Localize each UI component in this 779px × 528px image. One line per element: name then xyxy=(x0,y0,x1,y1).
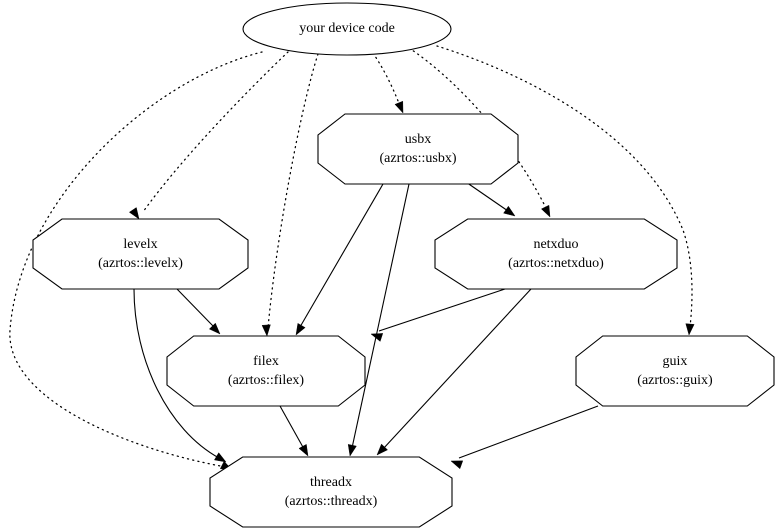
edge-line-device-filex xyxy=(267,53,319,329)
edge-netxduo-threadx xyxy=(376,288,532,456)
edge-line-usbx-threadx xyxy=(351,183,410,449)
arrowhead-device-usbx xyxy=(394,100,404,114)
edge-line-device-threadx xyxy=(9,51,263,468)
node-label-netxduo-package: (azrtos::netxduo) xyxy=(508,256,604,271)
edges-layer xyxy=(9,45,695,471)
node-label-levelx-name: levelx xyxy=(123,237,157,252)
edge-usbx-threadx xyxy=(347,183,410,457)
edge-device-guix xyxy=(436,45,695,336)
arrowhead-usbx-threadx xyxy=(347,444,357,457)
edge-device-netxduo xyxy=(408,47,551,218)
node-shape-levelx xyxy=(32,218,249,290)
node-threadx[interactable]: threadx(azrtos::threadx) xyxy=(209,456,453,528)
node-label-threadx-package: (azrtos::threadx) xyxy=(285,494,378,509)
edge-filex-threadx xyxy=(279,405,309,457)
edge-line-device-netxduo xyxy=(408,47,548,211)
edge-line-device-levelx xyxy=(142,51,289,213)
edge-usbx-filex xyxy=(295,183,384,336)
edge-line-levelx-threadx xyxy=(133,288,220,459)
node-label-levelx-package: (azrtos::levelx) xyxy=(98,256,183,271)
edge-netxduo-filex xyxy=(370,288,506,342)
edge-line-netxduo-filex xyxy=(378,288,506,332)
edge-device-levelx xyxy=(129,51,289,220)
node-label-filex-name: filex xyxy=(253,354,279,369)
node-levelx[interactable]: levelx(azrtos::levelx) xyxy=(32,218,249,290)
arrowhead-levelx-filex xyxy=(208,322,221,335)
edge-guix-threadx xyxy=(450,405,599,470)
arrowhead-device-levelx xyxy=(129,207,140,220)
node-label-filex-package: (azrtos::filex) xyxy=(228,373,305,388)
arrowhead-levelx-threadx xyxy=(214,452,227,463)
node-shape-filex xyxy=(166,335,366,407)
arrowhead-device-guix xyxy=(685,323,695,336)
node-shape-netxduo xyxy=(434,218,678,290)
node-shape-threadx xyxy=(209,456,453,528)
arrowhead-netxduo-filex xyxy=(370,333,384,342)
edge-device-usbx xyxy=(372,52,404,114)
edge-line-device-usbx xyxy=(372,52,401,107)
arrowhead-usbx-filex xyxy=(295,323,306,336)
arrowhead-netxduo-threadx xyxy=(376,443,388,456)
arrowhead-filex-threadx xyxy=(298,444,309,457)
node-shape-guix xyxy=(575,335,775,407)
edge-line-device-guix xyxy=(436,45,693,328)
node-label-guix-package: (azrtos::guix) xyxy=(637,373,713,388)
node-label-guix-name: guix xyxy=(663,354,688,369)
edge-line-levelx-filex xyxy=(176,288,215,328)
edge-line-netxduo-threadx xyxy=(382,288,532,450)
node-filex[interactable]: filex(azrtos::filex) xyxy=(166,335,366,407)
edge-levelx-filex xyxy=(176,288,221,335)
arrowhead-usbx-netxduo xyxy=(503,205,516,217)
node-shape-device xyxy=(242,2,452,56)
arrowhead-device-filex xyxy=(261,324,271,337)
node-label-usbx-name: usbx xyxy=(405,132,431,147)
node-netxduo[interactable]: netxduo(azrtos::netxduo) xyxy=(434,218,678,290)
node-label-device-name: your device code xyxy=(299,21,395,36)
arrowhead-guix-threadx xyxy=(450,460,464,470)
node-guix[interactable]: guix(azrtos::guix) xyxy=(575,335,775,407)
edge-line-usbx-filex xyxy=(299,183,384,328)
node-label-usbx-package: (azrtos::usbx) xyxy=(380,151,457,166)
nodes-layer: your device codeusbx(azrtos::usbx)levelx… xyxy=(32,2,775,528)
edge-line-filex-threadx xyxy=(279,405,305,450)
edge-line-usbx-netxduo xyxy=(462,179,509,212)
edge-line-guix-threadx xyxy=(458,405,599,459)
node-device[interactable]: your device code xyxy=(242,2,452,56)
arrowhead-device-netxduo xyxy=(541,204,551,218)
edge-device-filex xyxy=(261,53,319,337)
node-shape-usbx xyxy=(317,113,519,185)
node-label-threadx-name: threadx xyxy=(310,475,352,490)
edge-usbx-netxduo xyxy=(462,179,516,217)
node-label-netxduo-name: netxduo xyxy=(533,237,578,252)
node-usbx[interactable]: usbx(azrtos::usbx) xyxy=(317,113,519,185)
edge-levelx-threadx xyxy=(133,288,227,463)
